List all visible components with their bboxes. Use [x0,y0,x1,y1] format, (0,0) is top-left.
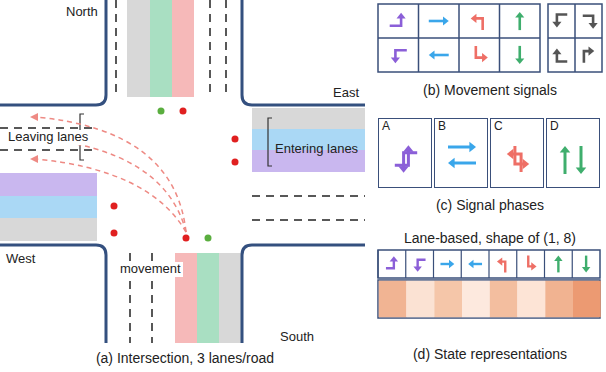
phase-letter: A [379,119,431,134]
phase-letter: B [435,119,487,134]
lane-label: Leaving lanes [6,130,90,145]
panel-caption: (a) Intersection, 3 lanes/road [96,350,274,366]
movement-label: movement [118,262,183,277]
panel-title: Lane-based, shape of (1, 8) [404,230,576,246]
compass-label: South [280,330,314,345]
panel-caption: (d) State representations [413,346,567,362]
phase-box: C [490,118,544,188]
compass-label: West [6,252,35,267]
phase-box: B [434,118,488,188]
phase-box: D [546,118,600,188]
phase-letter: C [491,119,543,134]
compass-label: East [333,86,359,101]
panel-caption: (b) Movement signals [423,82,557,98]
compass-label: North [66,5,98,20]
phase-letter: D [547,119,599,134]
lane-label: Entering lanes [275,142,358,157]
panel-caption: (c) Signal phases [436,197,544,213]
phase-box: A [378,118,432,188]
